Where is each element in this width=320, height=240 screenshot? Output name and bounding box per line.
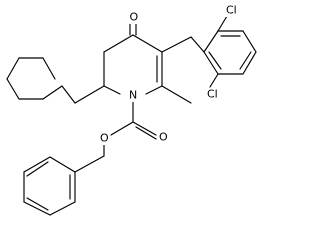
bond-ar-3 xyxy=(242,30,257,53)
benzyl-carbamate-group xyxy=(23,101,157,216)
bond-ph-5-double xyxy=(26,161,49,177)
bond-n-c2 xyxy=(103,85,121,95)
bond-c6-n xyxy=(145,85,163,95)
bond-ar-4-double xyxy=(239,51,252,70)
dichlorobenzyl-group xyxy=(161,15,257,88)
bond-cy-1 xyxy=(42,85,63,100)
molecule-structure: O Cl Cl N O O xyxy=(6,4,257,216)
atom-o-carbonyl: O xyxy=(159,131,168,144)
bond-ph-2 xyxy=(49,201,76,216)
atom-cl-top: Cl xyxy=(226,4,237,17)
bond-c2-ch2 xyxy=(74,85,105,104)
dihydropyridinone-ring xyxy=(103,22,163,95)
atom-o-ester: O xyxy=(100,132,109,145)
bond-ch2-ph xyxy=(74,155,105,173)
bond-ar-4 xyxy=(242,51,257,75)
bond-cy-3 xyxy=(6,78,20,100)
bond-ph-5 xyxy=(23,156,51,173)
bond-cy-4 xyxy=(6,57,20,80)
atom-n-ring: N xyxy=(129,89,137,102)
bond-ph-6 xyxy=(49,156,76,173)
bond-cy-6 xyxy=(42,57,56,80)
bond-carbonyl-oester xyxy=(110,121,134,136)
bond-ar-cl-bottom xyxy=(209,73,219,88)
bond-c3-c4 xyxy=(103,34,134,53)
bond-ph-3-double xyxy=(26,197,49,211)
bond-c4-c5 xyxy=(132,34,163,53)
bond-ph-3 xyxy=(23,201,51,216)
bond-ch2-cy xyxy=(61,85,76,104)
cyclohexylmethyl-group xyxy=(6,57,105,104)
bond-ar-6-double xyxy=(208,51,222,70)
bond-carbonyl-o-double xyxy=(135,126,157,140)
bond-c5-ch2 xyxy=(161,36,192,53)
bond-methyl xyxy=(161,85,192,104)
bond-ar-cl-top xyxy=(217,15,228,32)
atom-cl-bottom: Cl xyxy=(207,88,218,101)
bond-carbonyl-o xyxy=(132,121,157,136)
atom-labels: O Cl Cl N O O xyxy=(98,4,241,145)
bond-ar-1 xyxy=(203,30,219,53)
atom-o-ketone: O xyxy=(130,11,139,24)
bond-ar-6 xyxy=(203,51,219,75)
bond-ch2-ar xyxy=(190,36,205,53)
